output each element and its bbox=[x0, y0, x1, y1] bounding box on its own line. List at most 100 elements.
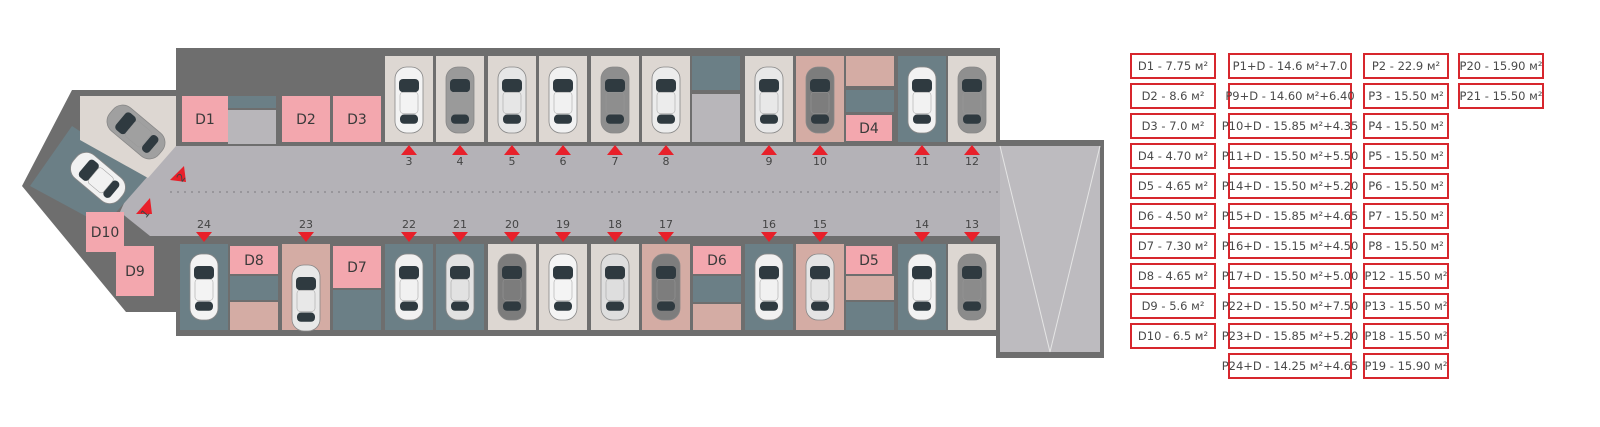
entry-arrow-icon bbox=[607, 145, 623, 155]
car-icon bbox=[805, 253, 835, 321]
storage-d6 bbox=[693, 246, 741, 274]
legend-entry: P8 - 15.50 м² bbox=[1363, 233, 1449, 259]
entry-arrow-icon bbox=[555, 232, 571, 242]
legend-entry: P11+D - 15.50 м²+5.50 bbox=[1222, 143, 1358, 169]
storage-label-d9: D9 bbox=[125, 264, 145, 280]
utility-block bbox=[693, 276, 741, 302]
car-icon bbox=[805, 66, 835, 134]
legend-entry: P18 - 15.50 м² bbox=[1363, 323, 1449, 349]
legend-entry: P23+D - 15.85 м²+5.20 bbox=[1222, 323, 1358, 349]
car-icon bbox=[548, 253, 578, 321]
utility-block bbox=[692, 56, 740, 90]
entry-arrow-icon bbox=[504, 232, 520, 242]
spot-number: 12 bbox=[965, 155, 979, 168]
spot-number: 15 bbox=[813, 218, 827, 231]
entry-arrow-icon bbox=[136, 198, 152, 214]
car-icon bbox=[600, 253, 630, 321]
entry-arrow-icon bbox=[761, 232, 777, 242]
car-icon bbox=[70, 151, 126, 205]
storage-label-d4: D4 bbox=[859, 121, 879, 137]
spot-number: 17 bbox=[659, 218, 673, 231]
car-icon bbox=[907, 66, 937, 134]
spot-number: 23 bbox=[299, 218, 313, 231]
spot-number: 16 bbox=[762, 218, 776, 231]
entry-arrow-icon bbox=[812, 232, 828, 242]
utility-block bbox=[228, 96, 276, 108]
legend-entry: D1 - 7.75 м² bbox=[1130, 53, 1216, 79]
entry-arrow-icon bbox=[504, 145, 520, 155]
legend-entry: P22+D - 15.50 м²+7.50 bbox=[1222, 293, 1358, 319]
legend-entry: P4 - 15.50 м² bbox=[1363, 113, 1449, 139]
entry-arrow-icon bbox=[964, 145, 980, 155]
entry-arrow-icon bbox=[658, 145, 674, 155]
legend-entry: P7 - 15.50 м² bbox=[1363, 203, 1449, 229]
legend-entry: P5 - 15.50 м² bbox=[1363, 143, 1449, 169]
car-icon bbox=[957, 253, 987, 321]
entry-arrow-icon bbox=[964, 232, 980, 242]
legend-entry: P21 - 15.50 м² bbox=[1458, 83, 1544, 109]
spot-number: 5 bbox=[509, 155, 516, 168]
car-icon bbox=[445, 253, 475, 321]
car-icon bbox=[394, 253, 424, 321]
legend-entry: D9 - 5.6 м² bbox=[1130, 293, 1216, 319]
utility-block bbox=[230, 302, 278, 330]
legend-entry: D8 - 4.65 м² bbox=[1130, 263, 1216, 289]
spot-number: 10 bbox=[813, 155, 827, 168]
entry-arrow-icon bbox=[170, 166, 186, 182]
car-icon bbox=[651, 253, 681, 321]
legend-entry: D10 - 6.5 м² bbox=[1130, 323, 1216, 349]
spot-number: 3 bbox=[406, 155, 413, 168]
car-icon bbox=[754, 253, 784, 321]
storage-label-d8: D8 bbox=[244, 253, 264, 269]
spot-number: 22 bbox=[402, 218, 416, 231]
storage-label-d7: D7 bbox=[347, 260, 367, 276]
legend-entry: D7 - 7.30 м² bbox=[1130, 233, 1216, 259]
car-icon bbox=[651, 66, 681, 134]
legend-entry: P24+D - 14.25 м²+4.65 bbox=[1222, 353, 1358, 379]
entry-arrow-icon bbox=[401, 232, 417, 242]
car-icon bbox=[106, 104, 166, 160]
entry-arrow-icon bbox=[298, 232, 314, 242]
utility-block bbox=[333, 290, 381, 330]
car-icon bbox=[189, 253, 219, 321]
entry-arrow-icon bbox=[401, 145, 417, 155]
car-icon bbox=[445, 66, 475, 134]
storage-d7 bbox=[333, 246, 381, 288]
legend-entry: P10+D - 15.85 м²+4.35 bbox=[1222, 113, 1358, 139]
storage-label-d5: D5 bbox=[859, 253, 879, 269]
legend-entry: P6 - 15.50 м² bbox=[1363, 173, 1449, 199]
legend-entry: P3 - 15.50 м² bbox=[1363, 83, 1449, 109]
spot-number: 6 bbox=[560, 155, 567, 168]
storage-d9 bbox=[116, 246, 154, 296]
legend-entry: D2 - 8.6 м² bbox=[1130, 83, 1216, 109]
spot-number: 7 bbox=[612, 155, 619, 168]
legend-entry: P15+D - 15.85 м²+4.65 bbox=[1222, 203, 1358, 229]
legend-entry: P16+D - 15.15 м²+4.50 bbox=[1222, 233, 1358, 259]
spot-number: 11 bbox=[915, 155, 929, 168]
utility-block bbox=[846, 56, 894, 86]
car-icon bbox=[548, 66, 578, 134]
utility-block bbox=[228, 110, 276, 144]
storage-d3 bbox=[333, 96, 381, 142]
utility-block bbox=[230, 276, 278, 300]
entry-arrow-icon bbox=[914, 145, 930, 155]
car-icon bbox=[600, 66, 630, 134]
storage-d1 bbox=[182, 96, 228, 142]
spot-number: 21 bbox=[453, 218, 467, 231]
spot-number: 9 bbox=[766, 155, 773, 168]
utility-block bbox=[846, 90, 894, 112]
car-icon bbox=[907, 253, 937, 321]
car-icon bbox=[957, 66, 987, 134]
car-icon bbox=[754, 66, 784, 134]
legend-entry: D6 - 4.50 м² bbox=[1130, 203, 1216, 229]
legend-entry: P9+D - 14.60 м²+6.40 bbox=[1225, 83, 1355, 109]
legend-entry: P20 - 15.90 м² bbox=[1458, 53, 1544, 79]
entry-arrow-icon bbox=[914, 232, 930, 242]
spot-number: 19 bbox=[556, 218, 570, 231]
utility-block bbox=[846, 302, 894, 330]
spot-number: 24 bbox=[197, 218, 211, 231]
legend-entry: P2 - 22.9 м² bbox=[1363, 53, 1449, 79]
spot-number: 8 bbox=[663, 155, 670, 168]
legend-entry: P19 - 15.90 м² bbox=[1363, 353, 1449, 379]
legend-entry: P1+D - 14.6 м²+7.0 bbox=[1228, 53, 1352, 79]
